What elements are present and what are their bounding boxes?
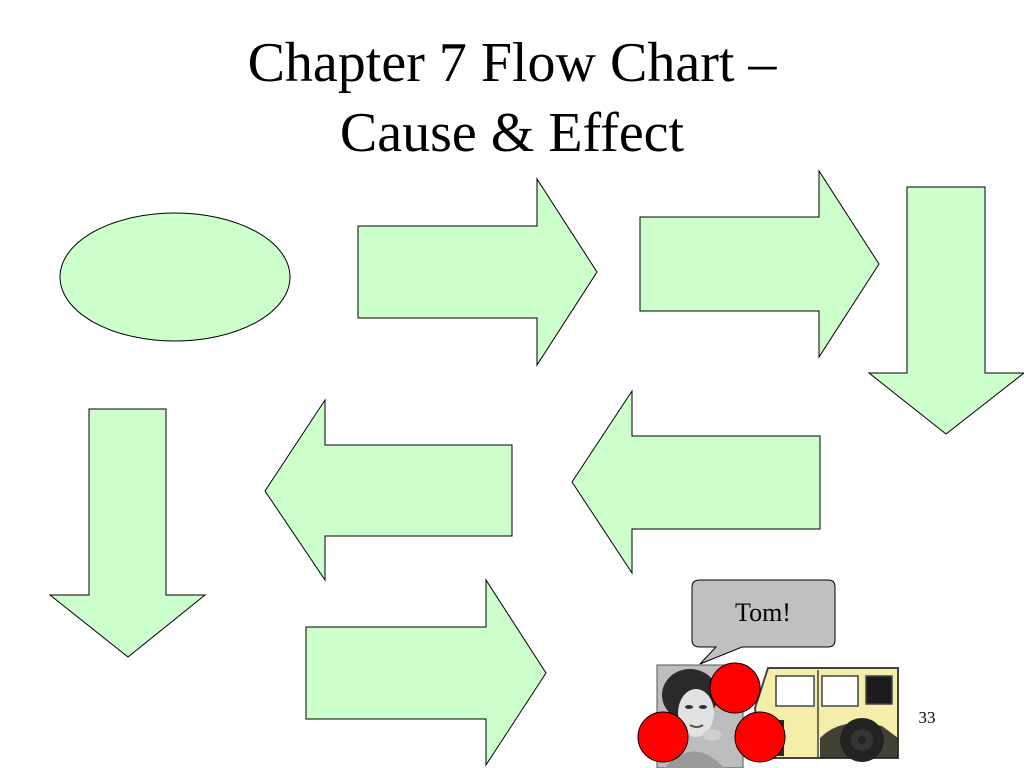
title-line-1: Chapter 7 Flow Chart – — [247, 32, 777, 94]
arrow-right-3[interactable] — [305, 578, 547, 767]
arrow-left-1[interactable] — [571, 389, 821, 575]
arrow-right-1[interactable] — [357, 177, 598, 367]
arrow-down-2[interactable] — [48, 408, 207, 658]
woman-portrait-icon — [656, 664, 744, 768]
title-line-2: Cause & Effect — [339, 102, 685, 164]
callout-text: Tom! — [735, 598, 791, 627]
slide-number: 33 — [918, 708, 936, 727]
callout-bubble — [691, 579, 836, 665]
clipart-group — [637, 662, 899, 768]
arrow-left-2[interactable] — [264, 398, 513, 582]
slide-title: Chapter 7 Flow Chart – Cause & Effect — [0, 28, 1024, 168]
start-ellipse[interactable] — [59, 212, 291, 342]
arrow-right-2[interactable] — [639, 169, 880, 359]
speech-callout[interactable]: Tom! — [691, 579, 836, 665]
red-balloon-right — [734, 711, 786, 763]
arrow-down-1[interactable] — [867, 186, 1024, 435]
red-balloon-top — [709, 662, 761, 714]
red-balloon-left — [637, 711, 689, 763]
